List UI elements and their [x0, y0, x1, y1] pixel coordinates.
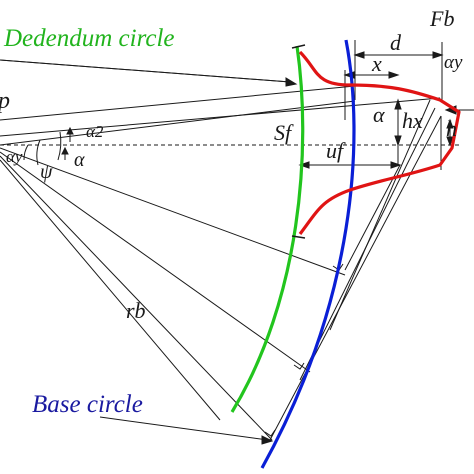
label-alpha2: α2 [86, 122, 104, 141]
base-circle-arc [260, 39, 356, 469]
label-alpha-y-right: αy [444, 52, 463, 73]
label-h: h [446, 116, 457, 141]
tooth-root-tick-top [291, 44, 306, 49]
label-h-x: hx [402, 108, 423, 133]
base-circle-callout: Base circle [32, 391, 143, 418]
dedendum-circle-callout: Dedendum circle [3, 25, 175, 52]
label-x: x [371, 51, 382, 76]
label-p: p [0, 88, 10, 114]
dimension-lines [61, 51, 474, 169]
label-r-b: rb [126, 298, 146, 323]
right-angle-markers [264, 263, 344, 437]
label-psi: ψ [40, 161, 53, 183]
construction-lines [0, 40, 443, 441]
label-u-f: uf [326, 138, 346, 163]
tooth-profile [298, 50, 461, 235]
label-alpha-left: α [74, 149, 85, 171]
label-F-b: Fb [429, 6, 454, 31]
dedendum-circle-arc [230, 45, 305, 413]
label-alpha-y-left: αy [6, 147, 23, 166]
callout-leaders [0, 59, 298, 445]
angle-arcs [23, 131, 62, 166]
label-d: d [390, 30, 402, 55]
label-alpha-mid: α [373, 102, 385, 127]
tooth-root-tick-bottom [291, 235, 306, 239]
label-S-f: Sf [274, 120, 294, 145]
symbol-labels: p α2 αy ψ α Sf uf rb d x Fb αy α hx h [0, 6, 463, 323]
